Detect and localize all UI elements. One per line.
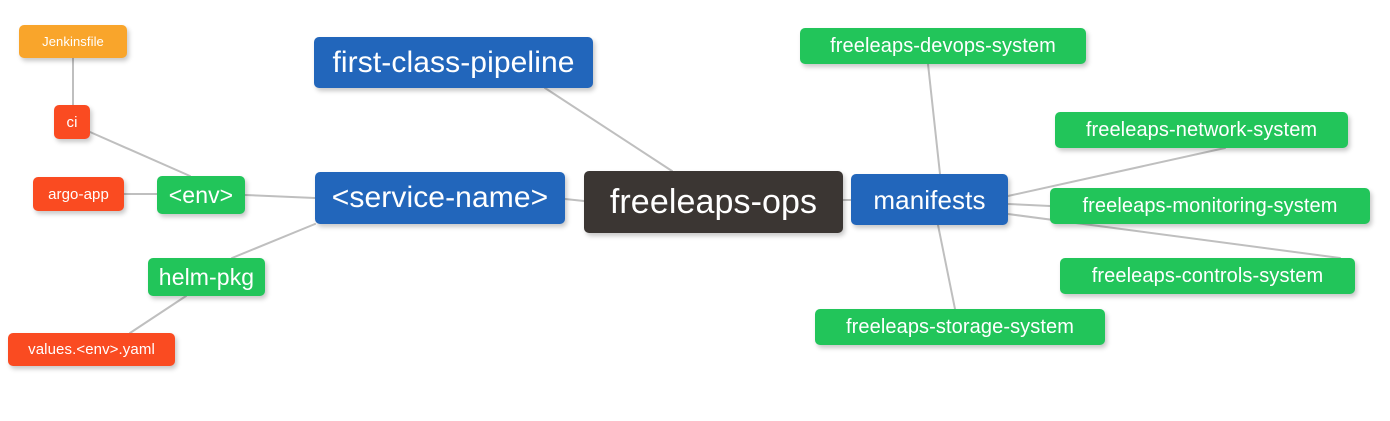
node-label-jenkinsfile: Jenkinsfile [42, 34, 104, 49]
node-freeleaps-network-system[interactable]: freeleaps-network-system [1055, 112, 1348, 148]
node-label-freeleaps-controls-system: freeleaps-controls-system [1091, 265, 1324, 287]
node-ci[interactable]: ci [54, 105, 90, 139]
edge-service-name-to-freeleaps-ops [564, 198, 585, 202]
node-label-values-yaml: values.<env>.yaml [28, 341, 155, 358]
node-label-argo-app: argo-app [48, 185, 109, 203]
node-label-first-class-pipeline: first-class-pipeline [332, 45, 575, 79]
node-label-helm-pkg: helm-pkg [158, 263, 255, 290]
edge-manifests-to-freeleaps-monitoring-system [1007, 203, 1051, 207]
node-freeleaps-devops-system[interactable]: freeleaps-devops-system [800, 28, 1086, 64]
node-first-class-pipeline[interactable]: first-class-pipeline [314, 37, 593, 88]
node-helm-pkg[interactable]: helm-pkg [148, 258, 265, 296]
node-argo-app[interactable]: argo-app [33, 177, 124, 211]
node-label-manifests: manifests [873, 184, 986, 215]
edge-service-name-to-helm-pkg [231, 223, 316, 259]
node-label-env: <env> [168, 181, 234, 208]
node-freeleaps-ops[interactable]: freeleaps-ops [584, 171, 843, 233]
node-freeleaps-storage-system[interactable]: freeleaps-storage-system [815, 309, 1105, 345]
node-label-service-name: <service-name> [331, 181, 549, 214]
edge-env-to-service-name [244, 194, 316, 199]
node-service-name[interactable]: <service-name> [315, 172, 565, 224]
node-label-ci: ci [66, 113, 78, 131]
node-env[interactable]: <env> [157, 176, 245, 214]
node-freeleaps-monitoring-system[interactable]: freeleaps-monitoring-system [1050, 188, 1370, 224]
edge-manifests-to-freeleaps-storage-system [937, 224, 956, 310]
node-label-freeleaps-network-system: freeleaps-network-system [1085, 119, 1318, 141]
node-label-freeleaps-storage-system: freeleaps-storage-system [845, 316, 1075, 338]
node-label-freeleaps-ops: freeleaps-ops [609, 183, 818, 221]
edge-first-class-pipeline-to-freeleaps-ops [544, 87, 673, 172]
edge-helm-pkg-to-values-yaml [129, 295, 187, 334]
node-label-freeleaps-devops-system: freeleaps-devops-system [830, 35, 1056, 57]
node-manifests[interactable]: manifests [851, 174, 1008, 225]
edge-ci-to-env [89, 131, 191, 177]
node-values-yaml[interactable]: values.<env>.yaml [8, 333, 175, 366]
node-freeleaps-controls-system[interactable]: freeleaps-controls-system [1060, 258, 1355, 294]
node-jenkinsfile[interactable]: Jenkinsfile [19, 25, 127, 58]
node-label-freeleaps-monitoring-system: freeleaps-monitoring-system [1082, 195, 1338, 217]
edge-manifests-to-freeleaps-devops-system [927, 63, 941, 175]
